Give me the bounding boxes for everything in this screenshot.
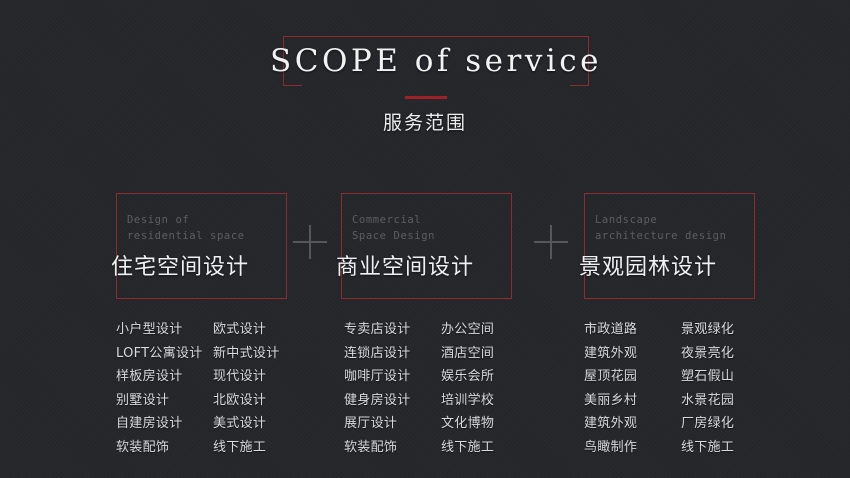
list-item[interactable]: 欧式设计 <box>213 322 267 337</box>
plus-separator-icon-1 <box>293 225 327 259</box>
service-card-chinese-title-commercial: 商业空间设计 <box>336 255 475 280</box>
list-item[interactable]: 健身房设计 <box>344 392 411 408</box>
list-item[interactable]: 美式设计 <box>213 416 267 431</box>
service-list-column-b: 办公空间 酒店空间 娱乐会所 培训学校 文化博物 线下施工 <box>441 318 538 459</box>
card-en-line-2: Space Design <box>352 230 436 242</box>
service-card-chinese-title-landscape: 景观园林设计 <box>579 255 718 280</box>
list-item[interactable]: 培训学校 <box>441 392 495 408</box>
card-en-line-1: Design of <box>127 214 190 226</box>
service-cards-row: Design of residential space 住宅空间设计 Comme… <box>0 193 850 303</box>
card-en-line-1: Commercial <box>352 214 422 226</box>
list-item[interactable]: 夜景亮化 <box>681 345 735 361</box>
list-item[interactable]: 屋顶花园 <box>584 369 638 384</box>
service-list-group-commercial: 专卖店设计 连锁店设计 咖啡厅设计 健身房设计 展厅设计 软装配饰 办公空间 酒… <box>344 318 538 459</box>
list-item[interactable]: 样板房设计 <box>116 369 183 384</box>
list-item[interactable]: 展厅设计 <box>344 416 398 431</box>
list-item[interactable]: 厂房绿化 <box>681 416 735 431</box>
service-list-column-a: 专卖店设计 连锁店设计 咖啡厅设计 健身房设计 展厅设计 软装配饰 <box>344 318 441 459</box>
plus-separator-icon-2 <box>534 225 568 259</box>
list-item[interactable]: 娱乐会所 <box>441 369 495 384</box>
service-card-landscape[interactable]: Landscape architecture design <box>584 193 755 299</box>
service-card-commercial[interactable]: Commercial Space Design <box>341 193 512 299</box>
service-card-english-label: Commercial Space Design <box>352 212 435 244</box>
service-card-english-label: Design of residential space <box>127 212 245 244</box>
list-item[interactable]: 建筑外观 <box>584 345 638 361</box>
list-item[interactable]: 连锁店设计 <box>344 345 411 361</box>
list-item[interactable]: 别墅设计 <box>116 392 170 408</box>
list-item[interactable]: 软装配饰 <box>344 439 398 455</box>
list-item[interactable]: 北欧设计 <box>213 392 267 408</box>
list-item[interactable]: 线下施工 <box>213 439 267 455</box>
service-list-column-a: 市政道路 建筑外观 屋顶花园 美丽乡村 建筑外观 鸟瞰制作 <box>584 318 681 459</box>
list-item[interactable]: LOFT公寓设计 <box>116 345 203 361</box>
list-item[interactable]: 现代设计 <box>213 369 267 384</box>
list-item[interactable]: 水景花园 <box>681 392 735 408</box>
service-list-column-b: 景观绿化 夜景亮化 塑石假山 水景花园 厂房绿化 线下施工 <box>681 318 778 459</box>
card-en-line-1: Landscape <box>595 214 658 226</box>
list-item[interactable]: 文化博物 <box>441 416 495 431</box>
list-item[interactable]: 新中式设计 <box>213 345 280 361</box>
list-item[interactable]: 办公空间 <box>441 322 495 337</box>
list-item[interactable]: 鸟瞰制作 <box>584 439 638 455</box>
service-card-residential[interactable]: Design of residential space <box>116 193 287 299</box>
service-card-chinese-title-residential: 住宅空间设计 <box>111 255 250 280</box>
list-item[interactable]: 专卖店设计 <box>344 322 411 337</box>
list-item[interactable]: 线下施工 <box>441 439 495 455</box>
title-divider-rule <box>405 96 447 99</box>
page-title-chinese: 服务范围 <box>382 112 467 134</box>
list-item[interactable]: 软装配饰 <box>116 439 170 455</box>
service-list-column-b: 欧式设计 新中式设计 现代设计 北欧设计 美式设计 线下施工 <box>213 318 310 459</box>
page-title-english: SCOPE of service <box>270 43 602 79</box>
list-item[interactable]: 美丽乡村 <box>584 392 638 408</box>
list-item[interactable]: 酒店空间 <box>441 345 495 361</box>
list-item[interactable]: 线下施工 <box>681 439 735 455</box>
list-item[interactable]: 塑石假山 <box>681 369 735 384</box>
service-list-group-landscape: 市政道路 建筑外观 屋顶花园 美丽乡村 建筑外观 鸟瞰制作 景观绿化 夜景亮化 … <box>584 318 778 459</box>
card-en-line-2: architecture design <box>595 230 727 242</box>
list-item[interactable]: 自建房设计 <box>116 416 183 431</box>
service-list-group-residential: 小户型设计 LOFT公寓设计 样板房设计 别墅设计 自建房设计 软装配饰 欧式设… <box>116 318 310 459</box>
list-item[interactable]: 咖啡厅设计 <box>344 369 411 384</box>
card-en-line-2: residential space <box>127 230 245 242</box>
list-item[interactable]: 市政道路 <box>584 322 638 337</box>
title-frame <box>283 36 589 87</box>
service-lists-row: 小户型设计 LOFT公寓设计 样板房设计 别墅设计 自建房设计 软装配饰 欧式设… <box>0 318 850 468</box>
list-item[interactable]: 建筑外观 <box>584 416 638 431</box>
list-item[interactable]: 景观绿化 <box>681 322 735 337</box>
list-item[interactable]: 小户型设计 <box>116 322 183 337</box>
service-card-english-label: Landscape architecture design <box>595 212 727 244</box>
service-list-column-a: 小户型设计 LOFT公寓设计 样板房设计 别墅设计 自建房设计 软装配饰 <box>116 318 213 459</box>
